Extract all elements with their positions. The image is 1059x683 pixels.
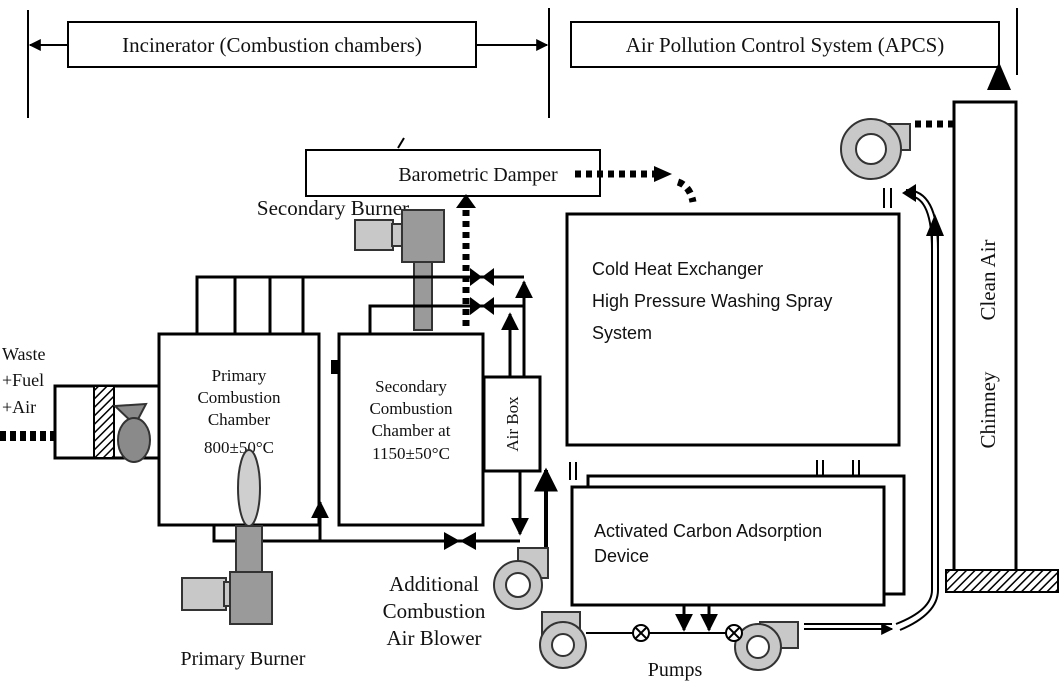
activated-carbon-device xyxy=(570,485,886,607)
induced-draft-fan xyxy=(840,118,911,208)
blower-label-line-3: Air Blower xyxy=(386,626,481,650)
chimney-label: Chimney xyxy=(976,371,1000,448)
pump-valve-1 xyxy=(632,624,650,642)
header-valve-upper xyxy=(470,268,494,286)
secondary-burner xyxy=(354,209,445,331)
primary-chamber-line-3: Chamber xyxy=(208,410,271,429)
carbon-device-line-1: Activated Carbon Adsorption xyxy=(594,521,822,541)
waste-feed-labels: Waste +Fuel +Air xyxy=(2,344,46,417)
secondary-chamber-line-3: Chamber at xyxy=(372,421,451,440)
primary-chamber-temperature: 800±50°C xyxy=(204,438,274,457)
damper-dotted-curve xyxy=(676,178,697,203)
secondary-burner-label: Secondary Burner xyxy=(257,196,409,220)
barometric-damper-label: Barometric Damper xyxy=(398,164,558,186)
blower-label-line-2: Combustion xyxy=(383,599,486,623)
return-to-fan-line xyxy=(804,184,944,635)
waste-label: Waste xyxy=(2,344,46,364)
secondary-chamber-line-1: Secondary xyxy=(375,377,447,396)
primary-chamber-line-1: Primary xyxy=(212,366,267,385)
pump-valve-2 xyxy=(725,624,743,642)
air-box-label: Air Box xyxy=(503,396,522,452)
bypass-dotted-arrow xyxy=(456,194,476,208)
incinerator-label: Incinerator (Combustion chambers) xyxy=(122,33,422,57)
chamber-connector xyxy=(331,360,339,374)
pump-left xyxy=(539,611,587,669)
apcs-label-box xyxy=(570,21,1000,68)
bottom-air-pipe xyxy=(212,525,520,543)
primary-burner-flame xyxy=(237,449,261,527)
feed-ram xyxy=(93,385,115,459)
air-box xyxy=(482,375,542,473)
air-label: +Air xyxy=(2,397,36,417)
incinerator-label-box xyxy=(67,21,477,68)
secondary-chamber-line-2: Combustion xyxy=(369,399,453,418)
cold-heat-exchanger xyxy=(565,212,901,447)
header-valve-lower xyxy=(470,297,494,315)
feed-mechanism xyxy=(112,402,151,463)
bottom-air-valve xyxy=(444,532,476,550)
clean-air-exit-arrow xyxy=(987,62,1011,90)
blower-label-line-1: Additional xyxy=(389,572,479,596)
heat-exchanger-line-1: Cold Heat Exchanger xyxy=(592,259,763,279)
clean-air-label: Clean Air xyxy=(976,239,1000,320)
carbon-device-line-2: Device xyxy=(594,546,649,566)
fuel-label: +Fuel xyxy=(2,370,44,390)
damper-dotted-arrow xyxy=(654,166,672,182)
pump-right xyxy=(734,621,799,671)
chimney xyxy=(952,100,1018,582)
damper-tick xyxy=(397,137,405,149)
primary-burner-label: Primary Burner xyxy=(181,648,306,670)
additional-air-blower xyxy=(493,547,549,610)
incinerator-section-header: Incinerator (Combustion chambers) xyxy=(27,8,550,118)
secondary-chamber-temperature: 1150±50°C xyxy=(372,444,450,463)
chimney-base xyxy=(945,569,1059,593)
heat-exchanger-line-2: High Pressure Washing Spray xyxy=(592,291,832,311)
apcs-label: Air Pollution Control System (APCS) xyxy=(626,33,945,57)
secondary-combustion-chamber xyxy=(337,332,485,527)
primary-chamber-line-2: Combustion xyxy=(197,388,281,407)
primary-burner xyxy=(181,525,273,625)
heat-exchanger-line-3: System xyxy=(592,323,652,343)
secondary-air-pipe xyxy=(368,304,524,334)
pumps-label: Pumps xyxy=(648,659,703,681)
exchanger-carbon-connectors xyxy=(569,460,860,480)
barometric-damper xyxy=(305,149,601,197)
apcs-section-header: Air Pollution Control System (APCS) xyxy=(570,8,1018,75)
